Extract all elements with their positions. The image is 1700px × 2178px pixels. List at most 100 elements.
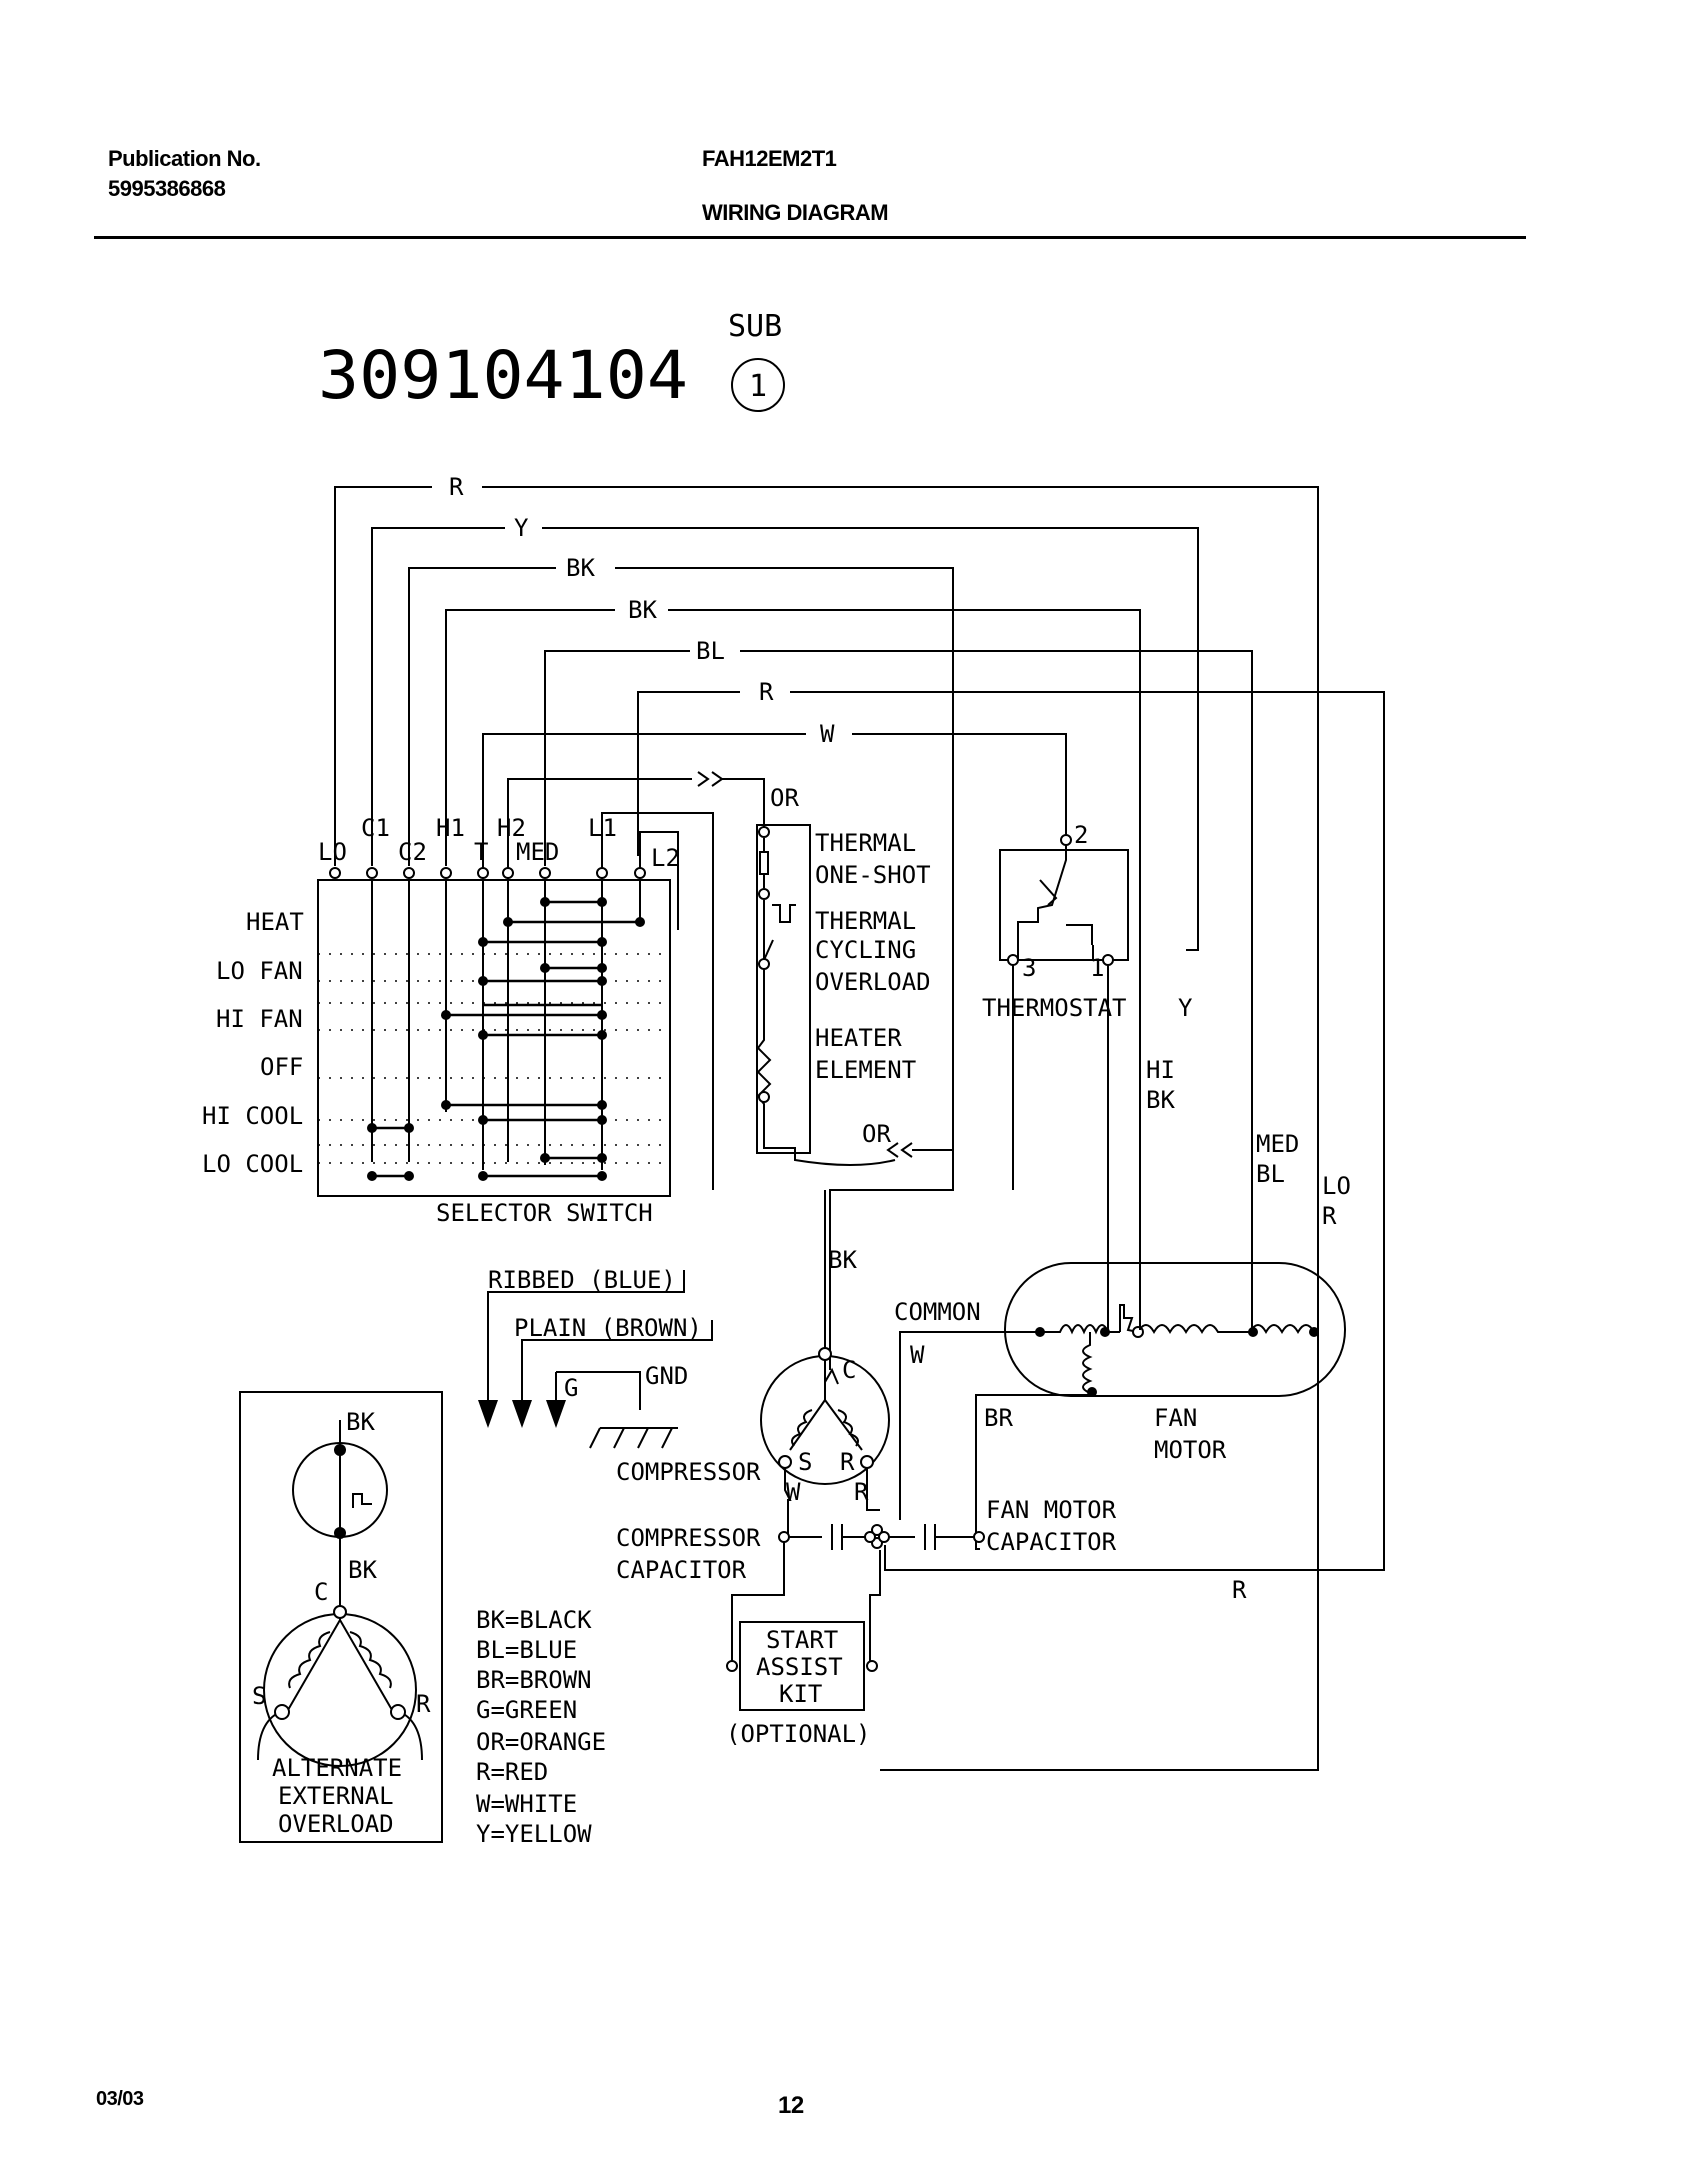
fan-motor-capacitor-1: FAN MOTOR <box>986 1496 1117 1524</box>
overload-bk-bottom: BK <box>348 1556 377 1584</box>
label-wire-br: BR <box>984 1404 1013 1432</box>
connector-or-bottom <box>886 1142 913 1158</box>
heater-internals <box>756 826 896 1166</box>
fan-wire-med-bl: BL <box>1256 1160 1285 1188</box>
overload-label-3: OVERLOAD <box>278 1810 394 1838</box>
wire-or-top <box>722 778 765 830</box>
connector-or-top <box>697 771 724 787</box>
wire-r-2 <box>637 691 1385 1571</box>
fan-motor-capacitor-2: CAPACITOR <box>986 1528 1117 1556</box>
publication-label: Publication No. <box>108 146 261 171</box>
sub-label: SUB <box>728 309 782 344</box>
wire-y-top <box>371 527 1199 951</box>
start-assist-label-3: KIT <box>779 1680 822 1708</box>
label-wire-r-top: R <box>449 473 464 501</box>
thermal-cycling-3: OVERLOAD <box>815 968 931 996</box>
ground-ribbed-label: RIBBED (BLUE) <box>488 1266 676 1294</box>
wire-h2 <box>507 778 692 880</box>
start-assist-terminal-left <box>726 1660 738 1672</box>
terminal-med: MED <box>516 838 559 866</box>
terminal-l2: L2 <box>651 844 680 872</box>
thermostat-terminal-2: 2 <box>1074 821 1088 849</box>
fan-motor-housing <box>1004 1262 1346 1397</box>
thermal-one-shot-2: ONE-SHOT <box>815 861 931 889</box>
start-assist-label-2: ASSIST <box>756 1653 843 1681</box>
thermostat-wires <box>1012 965 1109 1330</box>
compressor-wire-r: R <box>854 1478 869 1506</box>
publication-number: 5995386868 <box>108 176 226 201</box>
compressor-terminal-c: C <box>842 1356 856 1384</box>
fan-motor-wires <box>899 1310 1319 1550</box>
header-rule <box>94 236 1526 239</box>
footer-date: 03/03 <box>96 2088 144 2110</box>
capacitor-network <box>731 1468 985 1662</box>
overload-terminal-c: C <box>314 1578 328 1606</box>
overload-terminal-s: S <box>252 1682 266 1710</box>
thermostat-terminal-3: 3 <box>1022 954 1036 982</box>
terminal-h2: H2 <box>497 814 526 842</box>
label-wire-r-bottom: R <box>1232 1576 1247 1604</box>
wire-r-top <box>334 486 1319 1771</box>
heater-element-2: ELEMENT <box>815 1056 916 1084</box>
overload-terminal-r: R <box>416 1690 431 1718</box>
label-wire-bk-2: BK <box>628 596 657 624</box>
thermal-cycling-1: THERMAL <box>815 907 916 935</box>
ground-wires <box>478 1270 713 1449</box>
wire-bk-1 <box>408 567 954 1370</box>
legend-w: W=WHITE <box>476 1790 577 1818</box>
legend-br: BR=BROWN <box>476 1666 592 1694</box>
compressor-windings <box>778 1347 874 1469</box>
selector-terminal-rings <box>329 867 646 879</box>
wire-bk-2 <box>445 609 1141 1330</box>
wire-harness <box>334 486 1385 1771</box>
ground-g-label: G <box>564 1374 578 1402</box>
ground-gnd-label: GND <box>645 1362 688 1390</box>
label-wire-w: W <box>820 720 835 748</box>
compressor-terminal-s: S <box>798 1448 812 1476</box>
label-wire-y-top: Y <box>514 514 529 542</box>
fan-wire-hi: HI <box>1146 1056 1175 1084</box>
page-title: WIRING DIAGRAM <box>702 200 889 225</box>
wire-l1 <box>601 812 714 1190</box>
thermal-cycling-2: CYCLING <box>815 936 916 964</box>
fan-motor-label-2: MOTOR <box>1154 1436 1227 1464</box>
legend-y: Y=YELLOW <box>476 1820 592 1848</box>
terminal-t: T <box>474 838 488 866</box>
ground-plain-label: PLAIN (BROWN) <box>514 1314 702 1342</box>
label-wire-y-right: Y <box>1178 994 1193 1022</box>
start-assist-terminal-right <box>866 1660 878 1672</box>
thermal-cycling-symbol <box>772 904 796 923</box>
common-label: COMMON <box>894 1298 981 1326</box>
sub-circle <box>731 358 785 412</box>
thermostat-terminal-1: 1 <box>1090 954 1104 982</box>
fan-motor-windings <box>1035 1304 1319 1397</box>
wire-bl <box>544 650 1253 1330</box>
wire-l2 <box>639 831 679 930</box>
thermostat-box <box>999 849 1129 961</box>
model-number: FAH12EM2T1 <box>702 146 837 171</box>
fan-wire-lo: LO <box>1322 1172 1351 1200</box>
fan-motor-label-1: FAN <box>1154 1404 1197 1432</box>
overload-bk-top: BK <box>346 1408 375 1436</box>
overload-label-2: EXTERNAL <box>278 1782 394 1810</box>
wire-w <box>482 733 1067 880</box>
start-assist-optional: (OPTIONAL) <box>726 1720 871 1748</box>
selector-row-lo-fan: LO FAN <box>216 957 303 985</box>
sub-number: 1 <box>749 369 767 404</box>
terminal-c1: C1 <box>361 814 390 842</box>
part-number: 309104104 <box>318 337 688 414</box>
overload-box <box>239 1391 443 1843</box>
label-wire-bk-compressor: BK <box>828 1246 857 1274</box>
selector-row-lo-cool: LO COOL <box>202 1150 303 1178</box>
fan-wire-med: MED <box>1256 1130 1299 1158</box>
legend-bl: BL=BLUE <box>476 1636 577 1664</box>
compressor-capacitor-2: CAPACITOR <box>616 1556 747 1584</box>
label-wire-bl: BL <box>696 637 725 665</box>
terminal-l1: L1 <box>588 814 617 842</box>
fan-wire-lo-r: R <box>1322 1202 1337 1230</box>
legend-bk: BK=BLACK <box>476 1606 592 1634</box>
selector-row-hi-fan: HI FAN <box>216 1005 303 1033</box>
terminal-lo: LO <box>318 838 347 866</box>
selector-row-heat: HEAT <box>246 908 304 936</box>
